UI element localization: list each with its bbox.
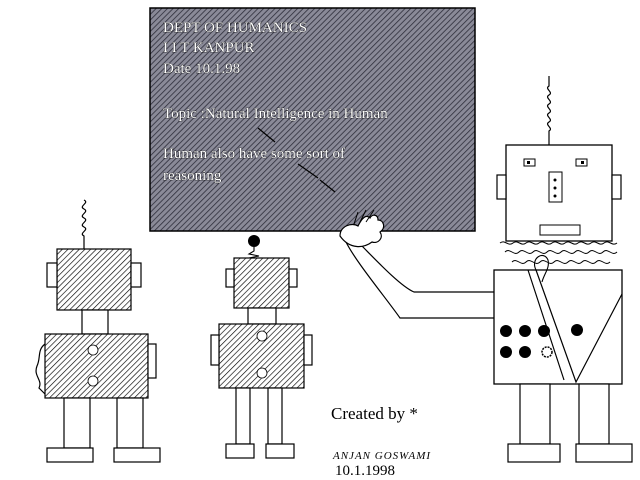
control-button-icon <box>541 346 553 358</box>
robot-leg <box>267 387 283 445</box>
board-line-statement: Human also have some sort of <box>163 146 345 162</box>
robot-leg <box>578 383 610 445</box>
robot-ear <box>46 262 58 288</box>
teacher-robot <box>339 76 633 463</box>
robot-torso <box>44 333 149 399</box>
board-line-department: DEPT OF HUMANICS <box>163 20 307 36</box>
robot-leg <box>63 397 91 449</box>
robot-pointing-hand <box>339 214 385 248</box>
nose-dot <box>553 186 557 190</box>
robot-pupil <box>527 161 530 164</box>
robot-wires <box>499 241 618 245</box>
robot-sash <box>535 269 623 384</box>
robot-fingers <box>353 209 375 225</box>
robot-arm <box>303 334 313 366</box>
robot-neck <box>247 307 277 325</box>
robot-torso <box>493 269 623 385</box>
robot-head <box>56 248 132 311</box>
robot-leg <box>519 383 551 445</box>
board-line-institute: I I T KANPUR <box>163 40 255 56</box>
blackboard-surface <box>149 7 476 232</box>
robot-foot <box>225 443 255 459</box>
robot-ear <box>130 262 142 288</box>
control-button-icon <box>519 346 531 358</box>
antenna-icon <box>81 199 87 250</box>
student-robot-middle <box>210 235 313 459</box>
control-button-icon <box>571 324 583 336</box>
robot-arm <box>210 334 220 366</box>
robot-ear <box>611 174 622 200</box>
button-icon <box>87 375 99 387</box>
button-icon <box>256 367 268 379</box>
board-line-date: Date 10.1.98 <box>163 61 240 77</box>
nose-dot <box>553 178 557 182</box>
robot-pointing-arm <box>345 241 494 319</box>
student-robot-left <box>35 199 161 463</box>
robot-pointing-arm <box>359 243 494 293</box>
robot-mouth <box>539 224 581 236</box>
control-button-icon <box>538 325 550 337</box>
robot-arm <box>35 343 46 395</box>
robot-neck <box>81 309 109 335</box>
antenna-icon <box>547 76 551 145</box>
robot-wires <box>511 260 611 264</box>
chalk-mark <box>257 127 276 143</box>
robot-sash <box>527 269 565 381</box>
antenna-ball-icon <box>248 235 260 247</box>
robot-arm <box>147 343 157 379</box>
creation-date: 10.1.1998 <box>335 463 395 479</box>
robot-leg <box>235 387 251 445</box>
author-name: ANJAN GOSWAMI <box>332 450 431 462</box>
button-icon <box>87 344 99 356</box>
robot-wires <box>504 250 618 254</box>
board-line-reasoning: reasoning <box>163 168 222 184</box>
control-button-icon <box>519 325 531 337</box>
control-button-icon <box>500 325 512 337</box>
chalk-mark <box>297 163 319 179</box>
robot-foot <box>575 443 633 463</box>
robot-hand <box>534 255 549 283</box>
button-icon <box>256 330 268 342</box>
robot-foot <box>507 443 561 463</box>
robot-ear <box>496 174 507 200</box>
robot-foot <box>46 447 94 463</box>
chalk-mark <box>319 179 336 193</box>
board-line-topic: Topic :Natural Intelligence in Human <box>163 106 388 122</box>
robot-ear <box>225 268 235 288</box>
nose-dot <box>553 194 557 198</box>
robot-leg <box>116 397 144 449</box>
credits: Created by * ANJAN GOSWAMI 10.1.1998 <box>331 404 431 479</box>
control-button-icon <box>500 346 512 358</box>
robot-foot <box>113 447 161 463</box>
robot-head <box>233 257 290 309</box>
antenna-spring-icon <box>247 247 260 259</box>
robot-foot <box>265 443 295 459</box>
blackboard: DEPT OF HUMANICS I I T KANPUR Date 10.1.… <box>149 7 476 232</box>
robot-ear <box>288 268 298 288</box>
created-by-label: Created by * <box>331 404 418 423</box>
robot-pupil <box>581 161 584 164</box>
